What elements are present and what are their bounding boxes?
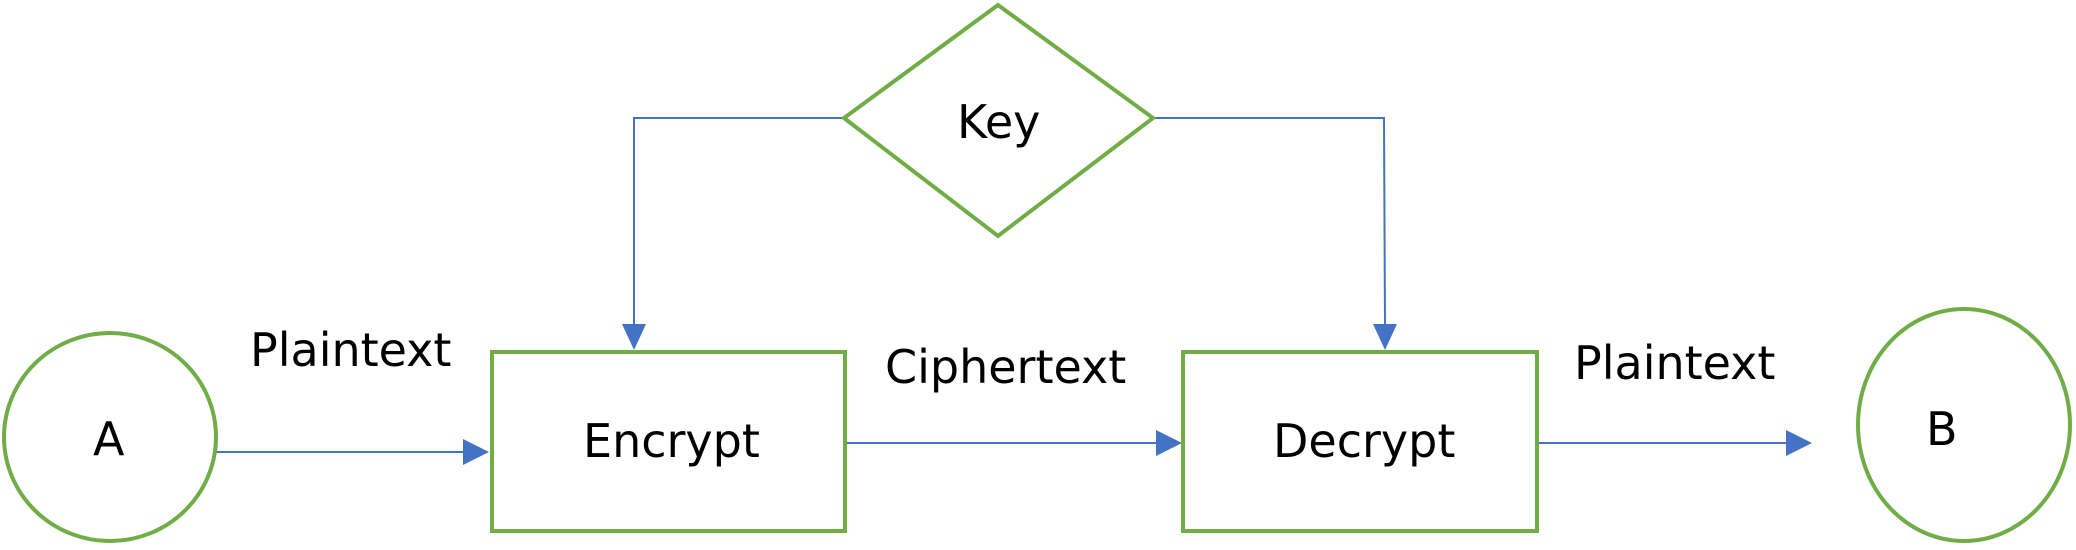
arrowhead-key-encrypt (622, 324, 646, 350)
key-label: Key (957, 95, 1041, 149)
plaintext-label-left: Plaintext (250, 323, 452, 377)
node-a-label: A (93, 412, 125, 466)
ciphertext-label: Ciphertext (885, 340, 1127, 394)
encrypt-box (490, 350, 847, 533)
node-b-circle (1856, 307, 2072, 543)
arrowhead-encrypt (463, 439, 489, 465)
edge-key-to-encrypt (633, 117, 844, 326)
arrowhead-b (1786, 430, 1812, 456)
decrypt-box (1181, 350, 1539, 533)
encrypt-label: Encrypt (583, 414, 760, 468)
decrypt-label: Decrypt (1273, 414, 1456, 468)
key-diamond (840, 2, 1157, 239)
arrowhead-decrypt (1156, 430, 1182, 456)
node-a-circle (2, 331, 218, 543)
plaintext-label-right: Plaintext (1574, 336, 1776, 390)
edge-key-to-decrypt (1153, 117, 1386, 327)
node-b-label: B (1926, 402, 1958, 456)
arrowhead-key-decrypt (1373, 324, 1397, 350)
